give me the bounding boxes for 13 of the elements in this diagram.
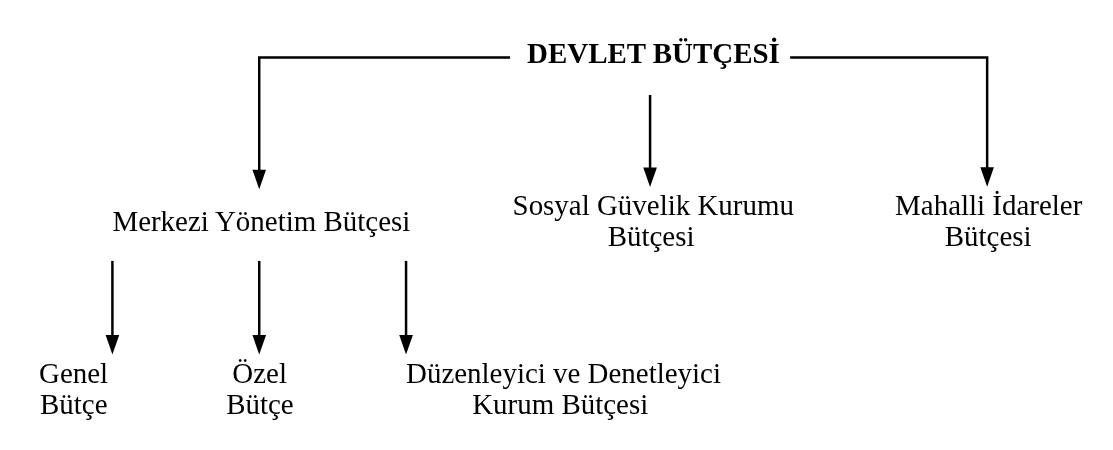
node-text: Genel Bütçe xyxy=(38,356,109,420)
arrow xyxy=(790,56,994,187)
arrow xyxy=(252,260,267,355)
node-text: Merkezi Yönetim Bütçesi xyxy=(112,204,411,237)
arrow xyxy=(105,260,120,355)
arrow xyxy=(643,95,657,187)
arrow xyxy=(399,260,413,355)
node-text: Düzenleyici ve Denetleyici Kurum Bütçesi xyxy=(406,356,722,420)
node-text: Mahalli İdareler Bütçesi xyxy=(895,189,1083,253)
arrow xyxy=(252,56,511,190)
node-text: Özel Bütçe xyxy=(226,356,294,420)
node-text: Sosyal Güvelik Kurumu Bütçesi xyxy=(512,189,794,253)
node-text: DEVLET BÜTÇESİ xyxy=(527,37,780,70)
